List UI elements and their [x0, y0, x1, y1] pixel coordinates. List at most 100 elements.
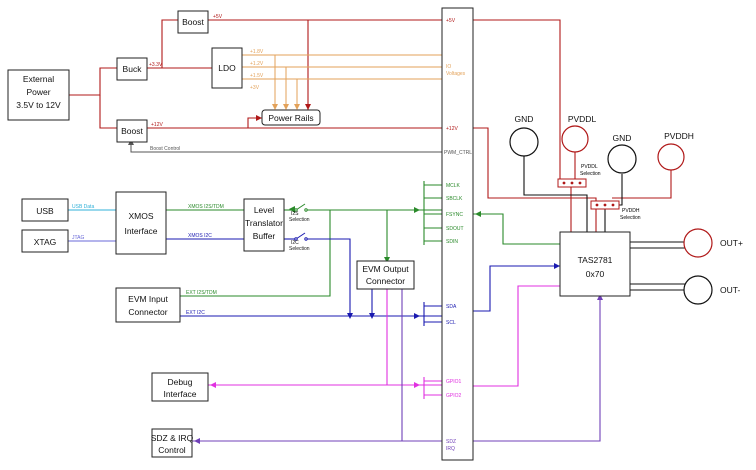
evm-input-connector-block: EVM Input Connector	[115, 287, 181, 323]
gpio-wires	[208, 285, 560, 399]
net-boost-control: Boost Control	[150, 146, 180, 152]
external-power-block: External Power 3.5V to 12V	[7, 69, 70, 121]
external-power-label-1: External	[23, 74, 54, 84]
net-1p2v: +1.2V	[250, 61, 264, 67]
net-ext-i2s: EXT I2S/TDM	[186, 290, 217, 296]
pvddh-selection-header[interactable]	[590, 200, 620, 210]
ldo-label: LDO	[218, 63, 236, 73]
pin-gpio1: GPIO1	[446, 379, 462, 385]
net-1p8v: +1.8V	[250, 49, 264, 55]
net-12v-left: +12V	[151, 122, 163, 128]
out-minus-label: OUT-	[720, 285, 740, 295]
usb-label: USB	[36, 206, 54, 216]
pvddl-selection-label-2: Selection	[580, 171, 601, 177]
buck-label: Buck	[123, 64, 143, 74]
pvddh-terminal-label: PVDDH	[664, 131, 694, 141]
gnd-terminal-1-label: GND	[515, 114, 534, 124]
i2s-selection-switch[interactable]	[294, 203, 308, 212]
external-power-label-3: 3.5V to 12V	[16, 100, 61, 110]
boost-control-wire	[130, 142, 442, 153]
main-header-bar	[441, 7, 474, 461]
pin-scl: SCL	[446, 320, 456, 326]
power-rails-block: Power Rails	[261, 109, 321, 126]
xtag-block: XTAG	[21, 229, 69, 253]
pvddl-terminal[interactable]: PVDDL	[561, 114, 597, 153]
pin-irq: IRQ	[446, 446, 455, 452]
net-3p3v: +3.3V	[149, 62, 163, 68]
pin-sdout: SDOUT	[446, 226, 464, 232]
debug-label-1: Debug	[167, 377, 192, 387]
xmos-label-1: XMOS	[128, 211, 153, 221]
net-xmos-i2s: XMOS I2S/TDM	[188, 204, 224, 210]
tas2781-label-1: TAS2781	[578, 255, 613, 265]
out-minus-terminal[interactable]: OUT-	[683, 275, 740, 305]
net-5v: +5V	[213, 14, 223, 20]
usb-block: USB	[21, 198, 69, 222]
pin-5v: +5V	[446, 18, 456, 24]
i2s-selection-label-1: I2S	[291, 211, 299, 217]
pin-gpio2: GPIO2	[446, 393, 462, 399]
net-ext-i2c: EXT I2C	[186, 310, 205, 316]
boost-top-label: Boost	[182, 17, 204, 27]
tas2781-label-2: 0x70	[586, 269, 605, 279]
pvddl-terminal-label: PVDDL	[568, 114, 597, 124]
evm-output-label-2: Connector	[366, 276, 405, 286]
i2c-selection-switch[interactable]	[294, 232, 308, 241]
pin-mclk: MCLK	[446, 183, 461, 189]
debug-interface-block: Debug Interface	[151, 372, 209, 402]
out-plus-terminal[interactable]: OUT+	[683, 228, 743, 258]
pvddl-selection-header[interactable]	[557, 178, 587, 188]
evm-input-label-1: EVM Input	[128, 294, 168, 304]
pvddh-terminal[interactable]: PVDDH	[657, 131, 694, 171]
sdz-irq-label-1: SDZ & IRQ	[151, 433, 194, 443]
boost-bottom-block: Boost	[116, 119, 148, 143]
i2c-selection-label-2: Selection	[289, 246, 310, 252]
i2c-selection-label-1: I2C	[291, 240, 299, 246]
pin-fsync: FSYNC	[446, 212, 463, 218]
net-jtag: JTAG	[72, 235, 85, 241]
sdz-irq-wires	[192, 289, 601, 442]
external-power-label-2: Power	[26, 87, 50, 97]
pin-io-voltages-2: Voltages	[446, 71, 466, 77]
xtag-label: XTAG	[34, 237, 57, 247]
xmos-interface-block: XMOS Interface	[115, 191, 167, 255]
boost-top-block: Boost	[177, 10, 209, 34]
pin-sdz: SDZ	[446, 439, 456, 445]
power-rails-label: Power Rails	[268, 113, 313, 123]
level-translator-label-3: Buffer	[253, 231, 276, 241]
pin-io-voltages-1: IO	[446, 64, 451, 70]
net-usb-data: USB Data	[72, 204, 94, 210]
pvddh-selection-label-1: PVDDH	[622, 208, 640, 214]
sdz-irq-label-2: Control	[158, 445, 186, 455]
i2c-wires	[166, 238, 560, 326]
ldo-block: LDO	[211, 47, 243, 89]
evm-output-label-1: EVM Output	[362, 264, 409, 274]
header-pin-labels: +5V IO Voltages +12V PWM_CTRL MCLK SBCLK…	[444, 18, 472, 452]
level-translator-label-1: Level	[254, 205, 274, 215]
net-3v: +3V	[250, 85, 260, 91]
xmos-label-2: Interface	[124, 226, 157, 236]
pvddh-selection-label-2: Selection	[620, 215, 641, 221]
sdz-irq-control-block: SDZ & IRQ Control	[151, 428, 194, 458]
pin-pwm-ctrl: PWM_CTRL	[444, 150, 472, 156]
evm-output-connector-block: EVM Output Connector	[356, 260, 415, 290]
net-labels: +5V +3.3V +12V +1.8V +1.2V +1.5V +3V Boo…	[72, 14, 310, 316]
debug-label-2: Interface	[163, 389, 196, 399]
buck-block: Buck	[116, 57, 148, 81]
pin-12v: +12V	[446, 126, 458, 132]
i2s-selection-label-2: Selection	[289, 217, 310, 223]
gnd-terminal-1[interactable]: GND	[509, 114, 539, 157]
out-plus-label: OUT+	[720, 238, 743, 248]
pin-sdin: SDIN	[446, 239, 458, 245]
pvddl-selection-label-1: PVDDL	[581, 164, 598, 170]
gnd-terminal-2[interactable]: GND	[607, 133, 637, 174]
tas2781-block: TAS2781 0x70	[559, 231, 631, 297]
boost-bottom-label: Boost	[121, 126, 143, 136]
net-1p5v: +1.5V	[250, 73, 264, 79]
pin-sbclk: SBCLK	[446, 196, 463, 202]
power-wires	[69, 19, 672, 232]
evm-input-label-2: Connector	[128, 307, 167, 317]
io-voltage-wires	[242, 54, 442, 110]
level-translator-block: Level Translator Buffer	[243, 198, 285, 252]
